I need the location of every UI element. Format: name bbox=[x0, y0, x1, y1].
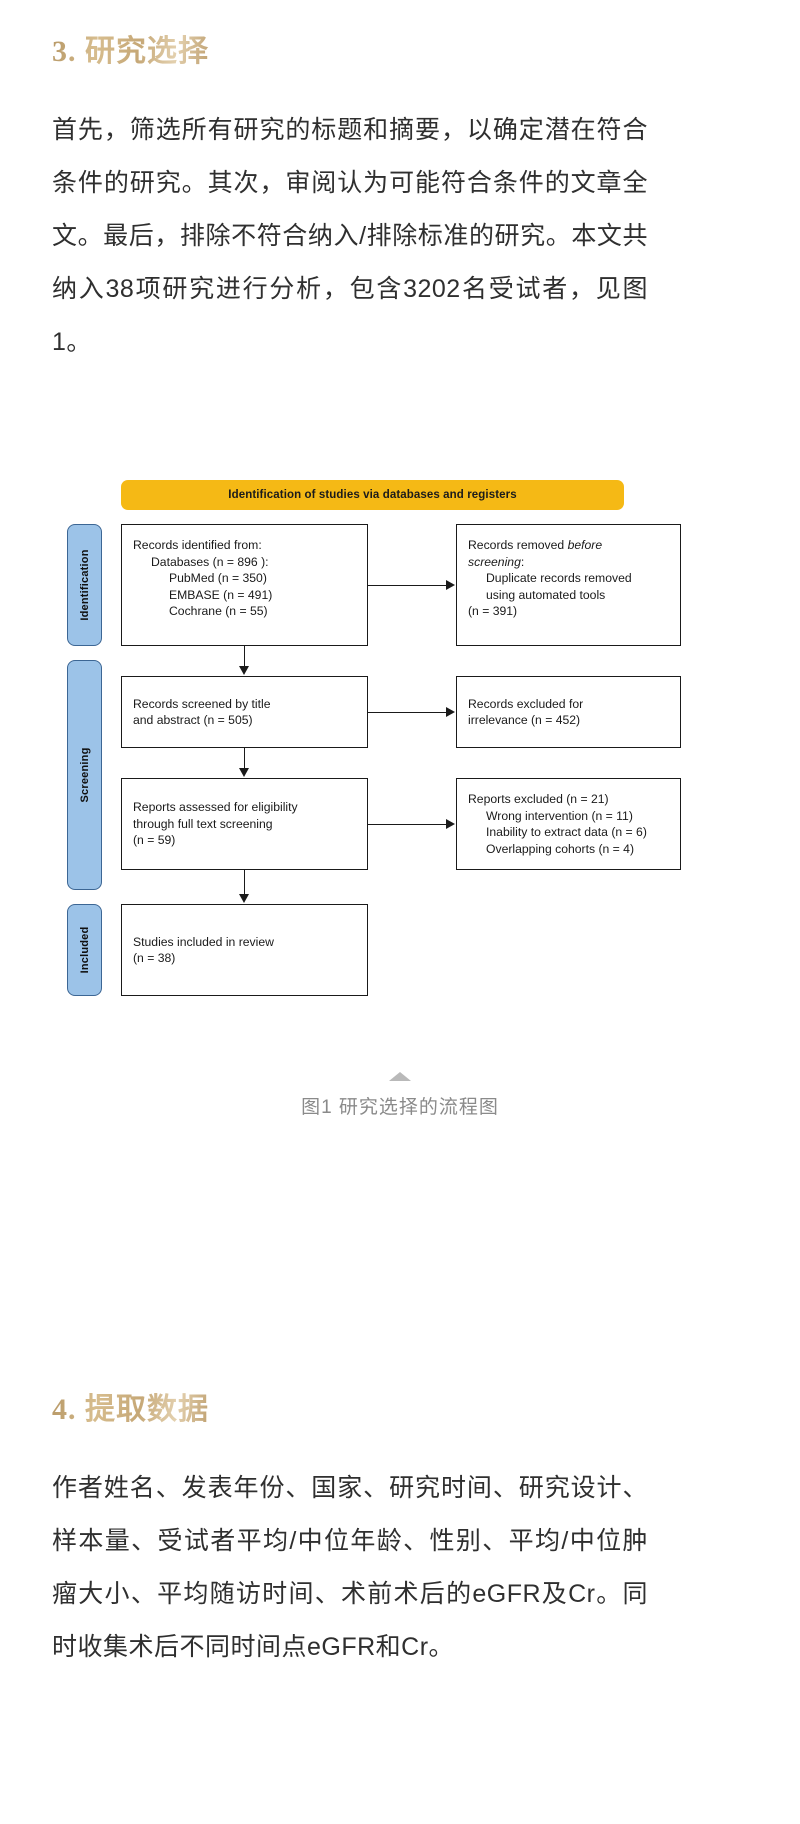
section-3-paragraph: 首先，筛选所有研究的标题和摘要，以确定潜在符合条件的研究。其次，审阅认为可能符合… bbox=[52, 116, 648, 356]
records-identified-line2: Databases (n = 896 ): bbox=[151, 554, 269, 569]
connector-assessed-to-included bbox=[244, 870, 245, 895]
arrow-down-icon-1 bbox=[239, 666, 249, 675]
records-removed-line2-italic: screening bbox=[468, 554, 521, 569]
reports-excluded-line3: Inability to extract data (n = 6) bbox=[486, 825, 647, 839]
records-screened-line1: Records screened by title bbox=[133, 696, 271, 711]
flow-box-reports-excluded: Reports excluded (n = 21) Wrong interven… bbox=[456, 778, 681, 870]
reports-assessed-line3: (n = 59) bbox=[133, 833, 176, 848]
records-excluded-line2: irrelevance (n = 452) bbox=[468, 713, 581, 727]
arrow-right-icon-3 bbox=[446, 819, 455, 829]
flow-banner-identification: Identification of studies via databases … bbox=[121, 480, 624, 510]
section-heading-data-extraction: 4. 提取数据 bbox=[52, 1393, 209, 1426]
records-removed-line2-tail: : bbox=[520, 554, 525, 569]
studies-included-line2: (n = 38) bbox=[133, 951, 176, 965]
connector-screened-to-excluded bbox=[368, 712, 447, 713]
stage-tab-included: Included bbox=[67, 904, 102, 996]
records-identified-line5: Cochrane (n = 55) bbox=[169, 604, 268, 618]
stage-tab-identification: Identification bbox=[67, 524, 102, 646]
connector-screened-to-assessed bbox=[244, 748, 245, 769]
caret-up-icon bbox=[389, 1072, 411, 1081]
stage-tab-screening: Screening bbox=[67, 660, 102, 890]
flow-box-records-excluded-irrelevance: Records excluded for irrelevance (n = 45… bbox=[456, 676, 681, 748]
records-excluded-line1: Records excluded for bbox=[468, 696, 584, 711]
records-screened-line2: and abstract (n = 505) bbox=[133, 713, 253, 727]
stage-tab-identification-label: Identification bbox=[78, 549, 91, 621]
reports-excluded-line1: Reports excluded (n = 21) bbox=[468, 792, 609, 806]
connector-identified-to-screened bbox=[244, 646, 245, 667]
reports-excluded-line2: Wrong intervention (n = 11) bbox=[486, 808, 633, 823]
records-identified-line3: PubMed (n = 350) bbox=[169, 571, 267, 585]
connector-identified-to-removed bbox=[368, 585, 447, 586]
records-identified-line4: EMBASE (n = 491) bbox=[169, 587, 273, 602]
reports-excluded-line4: Overlapping cohorts (n = 4) bbox=[486, 841, 635, 856]
arrow-right-icon-2 bbox=[446, 707, 455, 717]
arrow-right-icon-1 bbox=[446, 580, 455, 590]
flow-box-records-screened: Records screened by title and abstract (… bbox=[121, 676, 368, 748]
reports-assessed-line1: Reports assessed for eligibility bbox=[133, 800, 298, 815]
prisma-flow-diagram: Identification of studies via databases … bbox=[56, 452, 681, 1032]
connector-assessed-to-excluded bbox=[368, 824, 447, 825]
flow-box-records-identified: Records identified from: Databases (n = … bbox=[121, 524, 368, 646]
records-removed-line3: Duplicate records removed bbox=[486, 571, 632, 585]
section-4-paragraph: 作者姓名、发表年份、国家、研究时间、研究设计、样本量、受试者平均/中位年龄、性别… bbox=[52, 1474, 648, 1661]
flow-box-studies-included: Studies included in review (n = 38) bbox=[121, 904, 368, 996]
flow-box-reports-assessed: Reports assessed for eligibility through… bbox=[121, 778, 368, 870]
records-removed-line1: Records removed bbox=[468, 538, 568, 552]
records-removed-line1-italic: before bbox=[567, 538, 603, 552]
studies-included-line1: Studies included in review bbox=[133, 934, 274, 949]
flow-box-records-removed: Records removed before screening: Duplic… bbox=[456, 524, 681, 646]
reports-assessed-line2: through full text screening bbox=[133, 816, 273, 831]
figure-caption: 图1 研究选择的流程图 bbox=[301, 1097, 499, 1118]
arrow-down-icon-2 bbox=[239, 768, 249, 777]
records-removed-line4: using automated tools bbox=[486, 587, 606, 602]
stage-tab-screening-label: Screening bbox=[78, 747, 91, 803]
records-removed-line5: (n = 391) bbox=[468, 604, 518, 618]
stage-tab-included-label: Included bbox=[78, 926, 91, 974]
section-heading-study-selection: 3. 研究选择 bbox=[52, 35, 209, 68]
records-identified-line1: Records identified from: bbox=[133, 538, 262, 552]
arrow-down-icon-3 bbox=[239, 894, 249, 903]
